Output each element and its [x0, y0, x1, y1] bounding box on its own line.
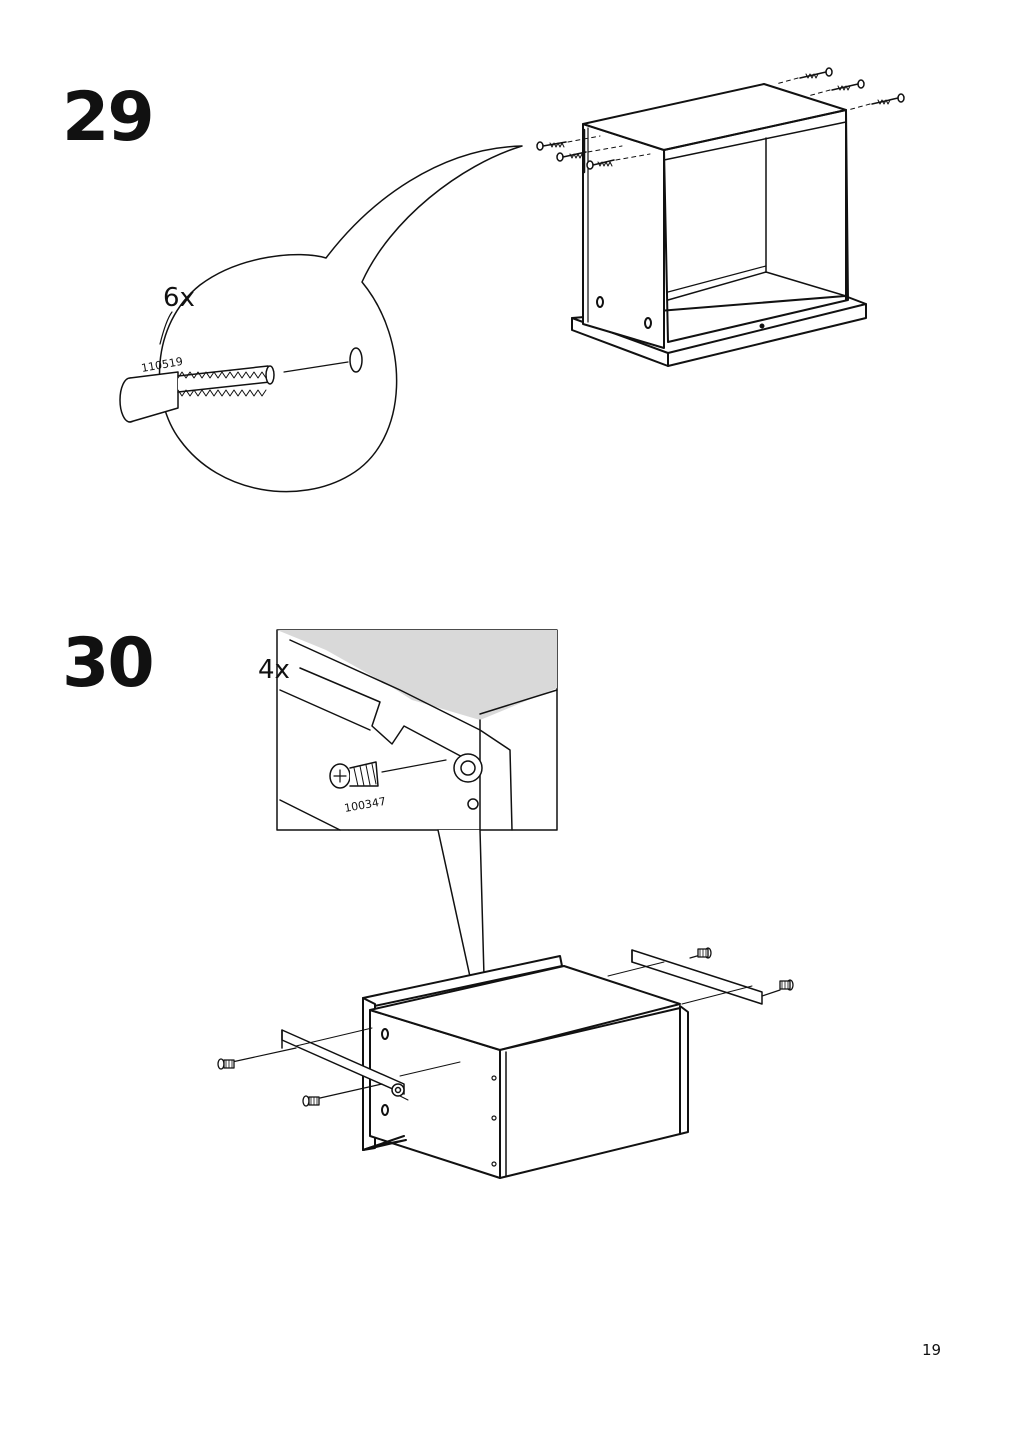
- dowel-icon: [119, 311, 363, 423]
- step-30-illustration: 4x 100347: [217, 629, 794, 1179]
- rail-screws: [217, 947, 794, 1107]
- left-rail: [231, 1027, 461, 1101]
- detail-callout-29: [158, 145, 523, 493]
- drawer-box: [362, 955, 689, 1179]
- detail-box-30: [276, 629, 558, 1051]
- quantity-label-29: 6x: [163, 283, 195, 313]
- page-number: 19: [922, 1341, 942, 1359]
- cabinet-frame: [571, 83, 867, 367]
- right-rail: [607, 949, 781, 1005]
- step-number-30: 30: [62, 624, 155, 703]
- quantity-label-30: 4x: [258, 655, 290, 685]
- step-number-29: 29: [62, 78, 155, 157]
- step-29-illustration: 6x 110519: [119, 67, 905, 493]
- cabinet-screws: [536, 67, 905, 174]
